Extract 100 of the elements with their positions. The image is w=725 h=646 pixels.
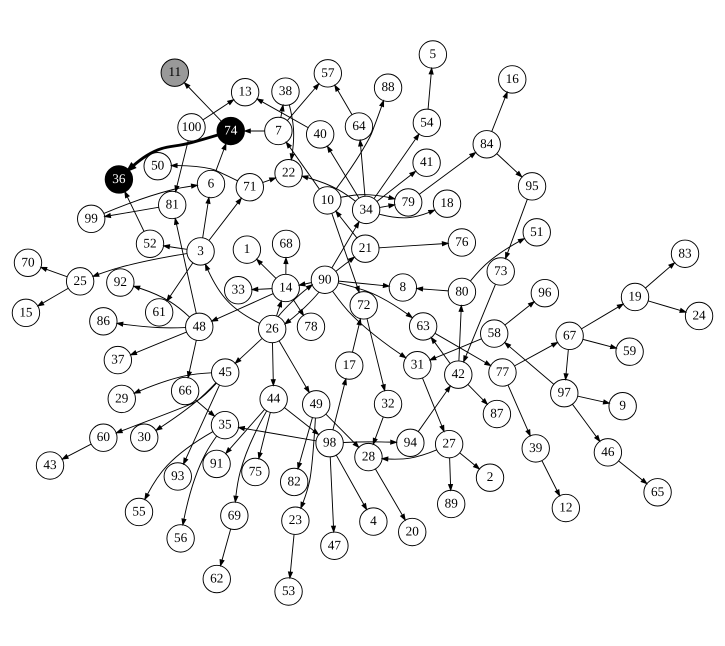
node-circle: 94 — [396, 428, 425, 457]
arrow — [340, 194, 396, 200]
node-circle: 10 — [313, 186, 342, 215]
arrow — [458, 304, 464, 362]
node-circle: 98 — [315, 428, 344, 458]
node-circle: 66 — [170, 376, 200, 406]
node-circle: 90 — [310, 266, 340, 294]
arrow — [116, 322, 186, 328]
arrow — [132, 286, 190, 318]
arrow — [170, 162, 238, 182]
node-circle: 52 — [136, 230, 164, 258]
node-circle: 39 — [522, 434, 550, 463]
arrow — [297, 417, 313, 470]
node-circle: 2 — [476, 464, 504, 492]
node-circle: 100 — [177, 113, 206, 142]
arrow — [278, 340, 310, 394]
node-circle: 62 — [202, 564, 231, 594]
node-circle: 37 — [104, 346, 132, 374]
arrow — [103, 184, 199, 214]
node-circle: 97 — [550, 379, 578, 408]
node-circle: 18 — [432, 190, 462, 218]
arrow — [61, 444, 92, 460]
arrow — [174, 140, 189, 193]
arrow — [181, 436, 218, 526]
node-circle: 23 — [281, 506, 310, 535]
node-circle: 12 — [552, 494, 580, 522]
node-circle: 21 — [351, 234, 380, 263]
arrow — [564, 349, 569, 381]
arrow — [422, 378, 445, 433]
arrow — [459, 452, 480, 470]
node-circle: 67 — [555, 322, 584, 350]
arrow — [496, 153, 523, 178]
arrow — [430, 336, 451, 364]
node-circle: 56 — [166, 524, 195, 553]
node-circle: 76 — [448, 228, 476, 257]
node-circle: 89 — [437, 490, 466, 518]
node-circle: 55 — [124, 498, 154, 526]
node-circle: 42 — [444, 360, 472, 389]
node-circle: 41 — [412, 148, 441, 177]
arrow — [581, 303, 624, 330]
arrow — [448, 458, 454, 492]
arrow — [237, 426, 316, 442]
node-circle: 82 — [280, 468, 308, 496]
node-circle: 35 — [210, 410, 240, 440]
arrow — [129, 332, 188, 356]
arrow — [380, 450, 438, 462]
arrow — [204, 263, 260, 324]
node-circle: 46 — [594, 438, 622, 467]
arrow — [283, 256, 289, 275]
node-circle: 73 — [486, 257, 515, 286]
node-circle: 38 — [271, 77, 300, 106]
node-circle: 88 — [374, 74, 402, 102]
arrow — [208, 197, 242, 241]
arrow — [463, 284, 496, 364]
node-circle: 99 — [77, 204, 106, 234]
arrow — [144, 431, 214, 501]
node-circle: 60 — [89, 424, 118, 452]
arrow — [103, 206, 159, 218]
arrow — [366, 318, 386, 392]
node-circle: 78 — [296, 312, 326, 341]
arrow — [220, 528, 232, 568]
arrow — [335, 256, 356, 272]
node-circle: 59 — [615, 338, 644, 366]
arrow — [326, 414, 360, 448]
arrow — [195, 400, 216, 418]
node-circle: 68 — [272, 230, 300, 258]
node-circle: 47 — [320, 532, 349, 560]
arrow — [334, 84, 352, 115]
arrow — [186, 340, 197, 379]
arrow — [618, 460, 648, 485]
node-circle: 4 — [359, 507, 388, 536]
arrow — [210, 293, 274, 322]
node-circle: 96 — [530, 278, 560, 308]
node-circle: 50 — [144, 152, 172, 180]
arrow — [508, 384, 531, 438]
arrow — [376, 170, 417, 202]
arrow — [258, 412, 271, 460]
node-circle: 80 — [448, 278, 476, 306]
arrow — [379, 203, 396, 209]
arrow — [434, 332, 492, 366]
arrow — [166, 262, 194, 302]
arrow — [336, 454, 368, 511]
node-circle: 93 — [164, 462, 192, 491]
node-circle: 63 — [408, 312, 438, 341]
arrow — [374, 133, 420, 199]
node-circle: 30 — [130, 424, 158, 452]
node-circle: 86 — [89, 307, 118, 336]
arrow — [415, 286, 449, 292]
arrow — [154, 382, 216, 432]
arrow — [256, 258, 276, 279]
node-circle: 58 — [480, 319, 508, 348]
arrow — [372, 416, 384, 446]
arrow — [648, 300, 688, 313]
node-circle: 1 — [232, 235, 262, 264]
arrow — [468, 384, 488, 406]
node-circle: 79 — [394, 188, 422, 217]
node-circle: 87 — [482, 400, 512, 428]
arrow — [300, 175, 356, 202]
arrow — [577, 396, 611, 404]
arrow — [284, 292, 320, 325]
